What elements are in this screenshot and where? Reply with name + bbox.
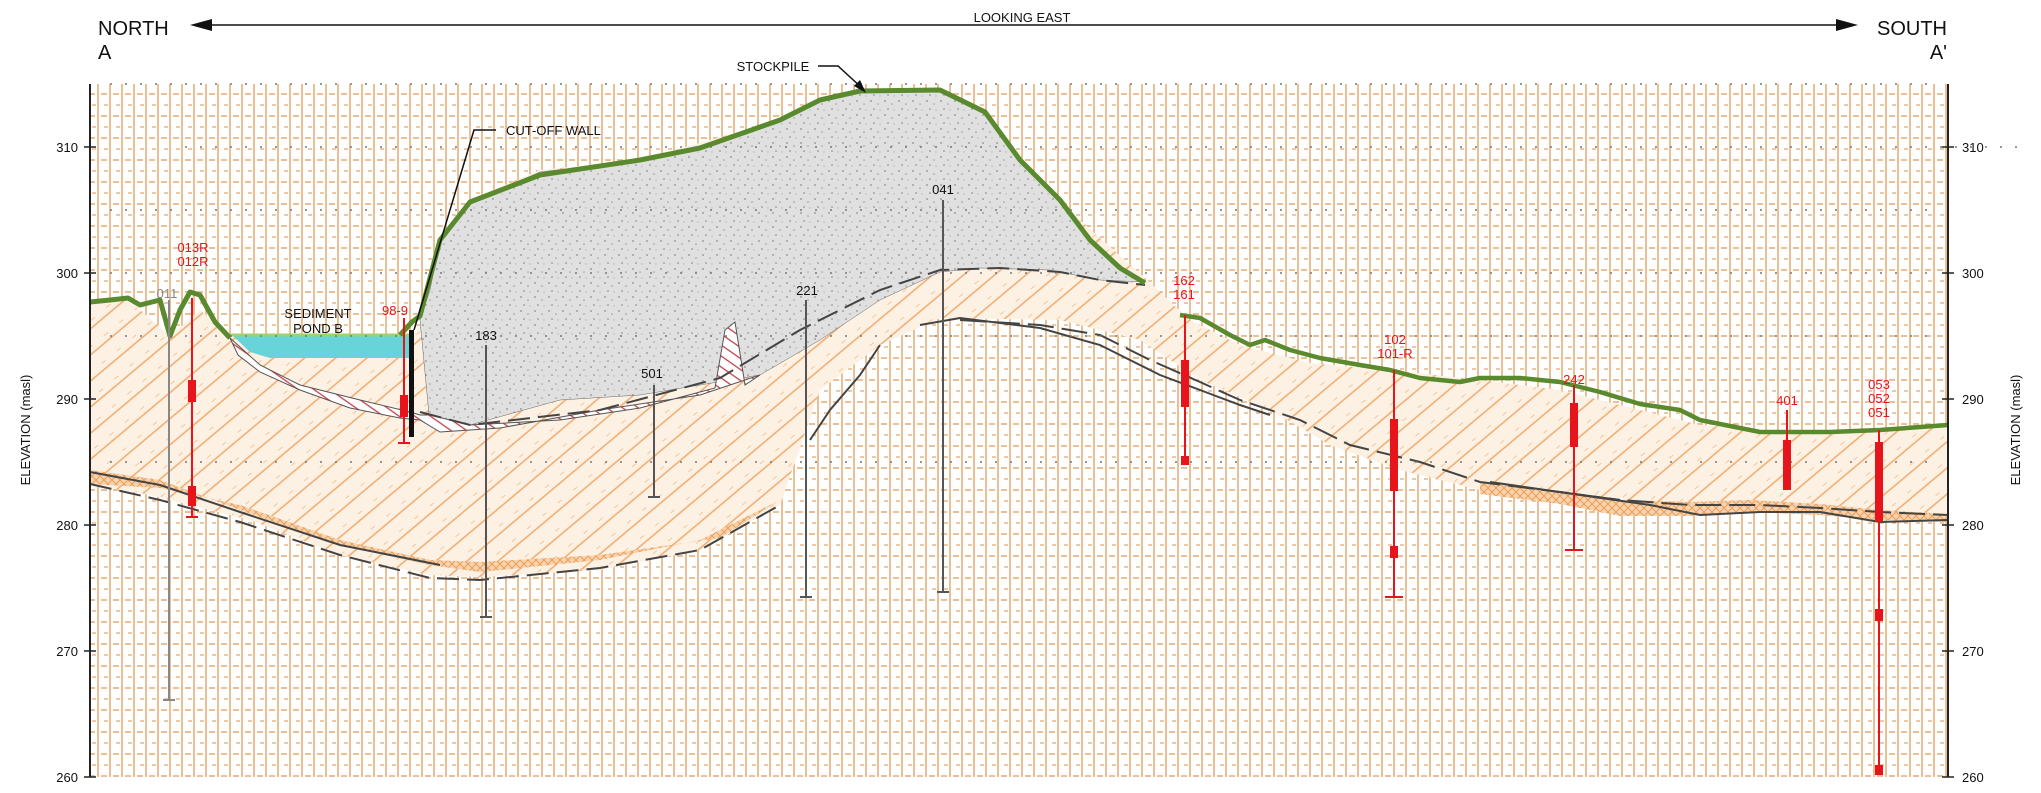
y-tick-label-right-260: 260 [1962, 770, 1984, 785]
borehole-label-013r: 013R [177, 240, 208, 255]
borehole-98-9-screen [400, 395, 408, 417]
section-north-label: NORTH [98, 18, 169, 40]
sediment-pond-label-1: SEDIMENT [284, 306, 351, 321]
sediment-pond-label-2: POND B [293, 321, 343, 336]
section-a-label: A [98, 42, 112, 64]
borehole-label-501: 501 [641, 366, 663, 381]
borehole-label-012r: 012R [177, 254, 208, 269]
borehole-label-052: 052 [1868, 391, 1890, 406]
axis-ticks: 310 310 300 300 290 290 280 280 270 270 260 260 [56, 140, 1983, 785]
gravel-lens-south [1480, 482, 1948, 522]
leader-lines [413, 65, 863, 331]
y-tick-label-left-270: 270 [56, 644, 78, 659]
stockpile-label: STOCKPILE [737, 59, 810, 74]
y-tick-label-left-300: 300 [56, 266, 78, 281]
borehole-label-242: 242 [1563, 372, 1585, 387]
borehole-label-183: 183 [475, 328, 497, 343]
cutoff-wall-leader [413, 129, 496, 331]
y-tick-label-left-310: 310 [56, 140, 78, 155]
borehole-053-screen [1875, 442, 1883, 522]
borehole-label-101r: 101-R [1377, 346, 1412, 361]
borehole-label-051: 051 [1868, 405, 1890, 420]
borehole-051-tip [1875, 765, 1883, 775]
borehole-label-162: 162 [1173, 273, 1195, 288]
section-south-label: SOUTH [1877, 18, 1947, 40]
borehole-012r-screen-upper [188, 380, 196, 402]
borehole-label-401: 401 [1776, 393, 1798, 408]
boreholes [163, 200, 1883, 775]
section-a-prime-label: A' [1930, 42, 1947, 64]
y-tick-label-right-290: 290 [1962, 392, 1984, 407]
borehole-label-98-9: 98-9 [382, 303, 408, 318]
stockpile-leader [818, 65, 863, 89]
borehole-161-screen [1181, 360, 1189, 407]
borehole-label-041: 041 [932, 182, 954, 197]
borehole-101r-tip [1390, 546, 1398, 558]
cut-off-wall [409, 330, 414, 437]
sediment-pond-water [232, 335, 410, 358]
looking-east-label: LOOKING EAST [974, 10, 1071, 25]
y-axis-title-right: ELEVATION (masl) [2008, 375, 2023, 486]
arrowhead-right [1836, 19, 1858, 31]
borehole-401-screen [1783, 440, 1791, 490]
borehole-161-tip [1181, 456, 1189, 465]
y-tick-label-left-290: 290 [56, 392, 78, 407]
y-tick-label-left-260: 260 [56, 770, 78, 785]
borehole-label-221: 221 [796, 283, 818, 298]
y-tick-label-right-310: 310 [1962, 140, 1984, 155]
borehole-label-011: 011 [157, 286, 178, 301]
arrowhead-left [190, 19, 212, 31]
y-tick-label-right-300: 300 [1962, 266, 1984, 281]
stockpile-arrowhead [854, 80, 866, 93]
y-axis-title-left: ELEVATION (masl) [18, 375, 33, 486]
y-tick-label-right-280: 280 [1962, 518, 1984, 533]
borehole-012r-screen-lower [188, 486, 196, 506]
borehole-label-053: 053 [1868, 377, 1890, 392]
gravel-lens [90, 470, 780, 572]
borehole-052-screen [1875, 609, 1883, 621]
cutoff-wall-label: CUT-OFF WALL [506, 123, 601, 138]
borehole-101r-screen [1390, 419, 1398, 491]
borehole-label-102: 102 [1384, 332, 1406, 347]
borehole-label-161: 161 [1173, 287, 1195, 302]
y-tick-label-left-280: 280 [56, 518, 78, 533]
y-tick-label-right-270: 270 [1962, 644, 1984, 659]
grid-dotted [110, 83, 2020, 463]
borehole-242-screen [1570, 403, 1578, 447]
ground-surface-south [1179, 312, 1949, 435]
